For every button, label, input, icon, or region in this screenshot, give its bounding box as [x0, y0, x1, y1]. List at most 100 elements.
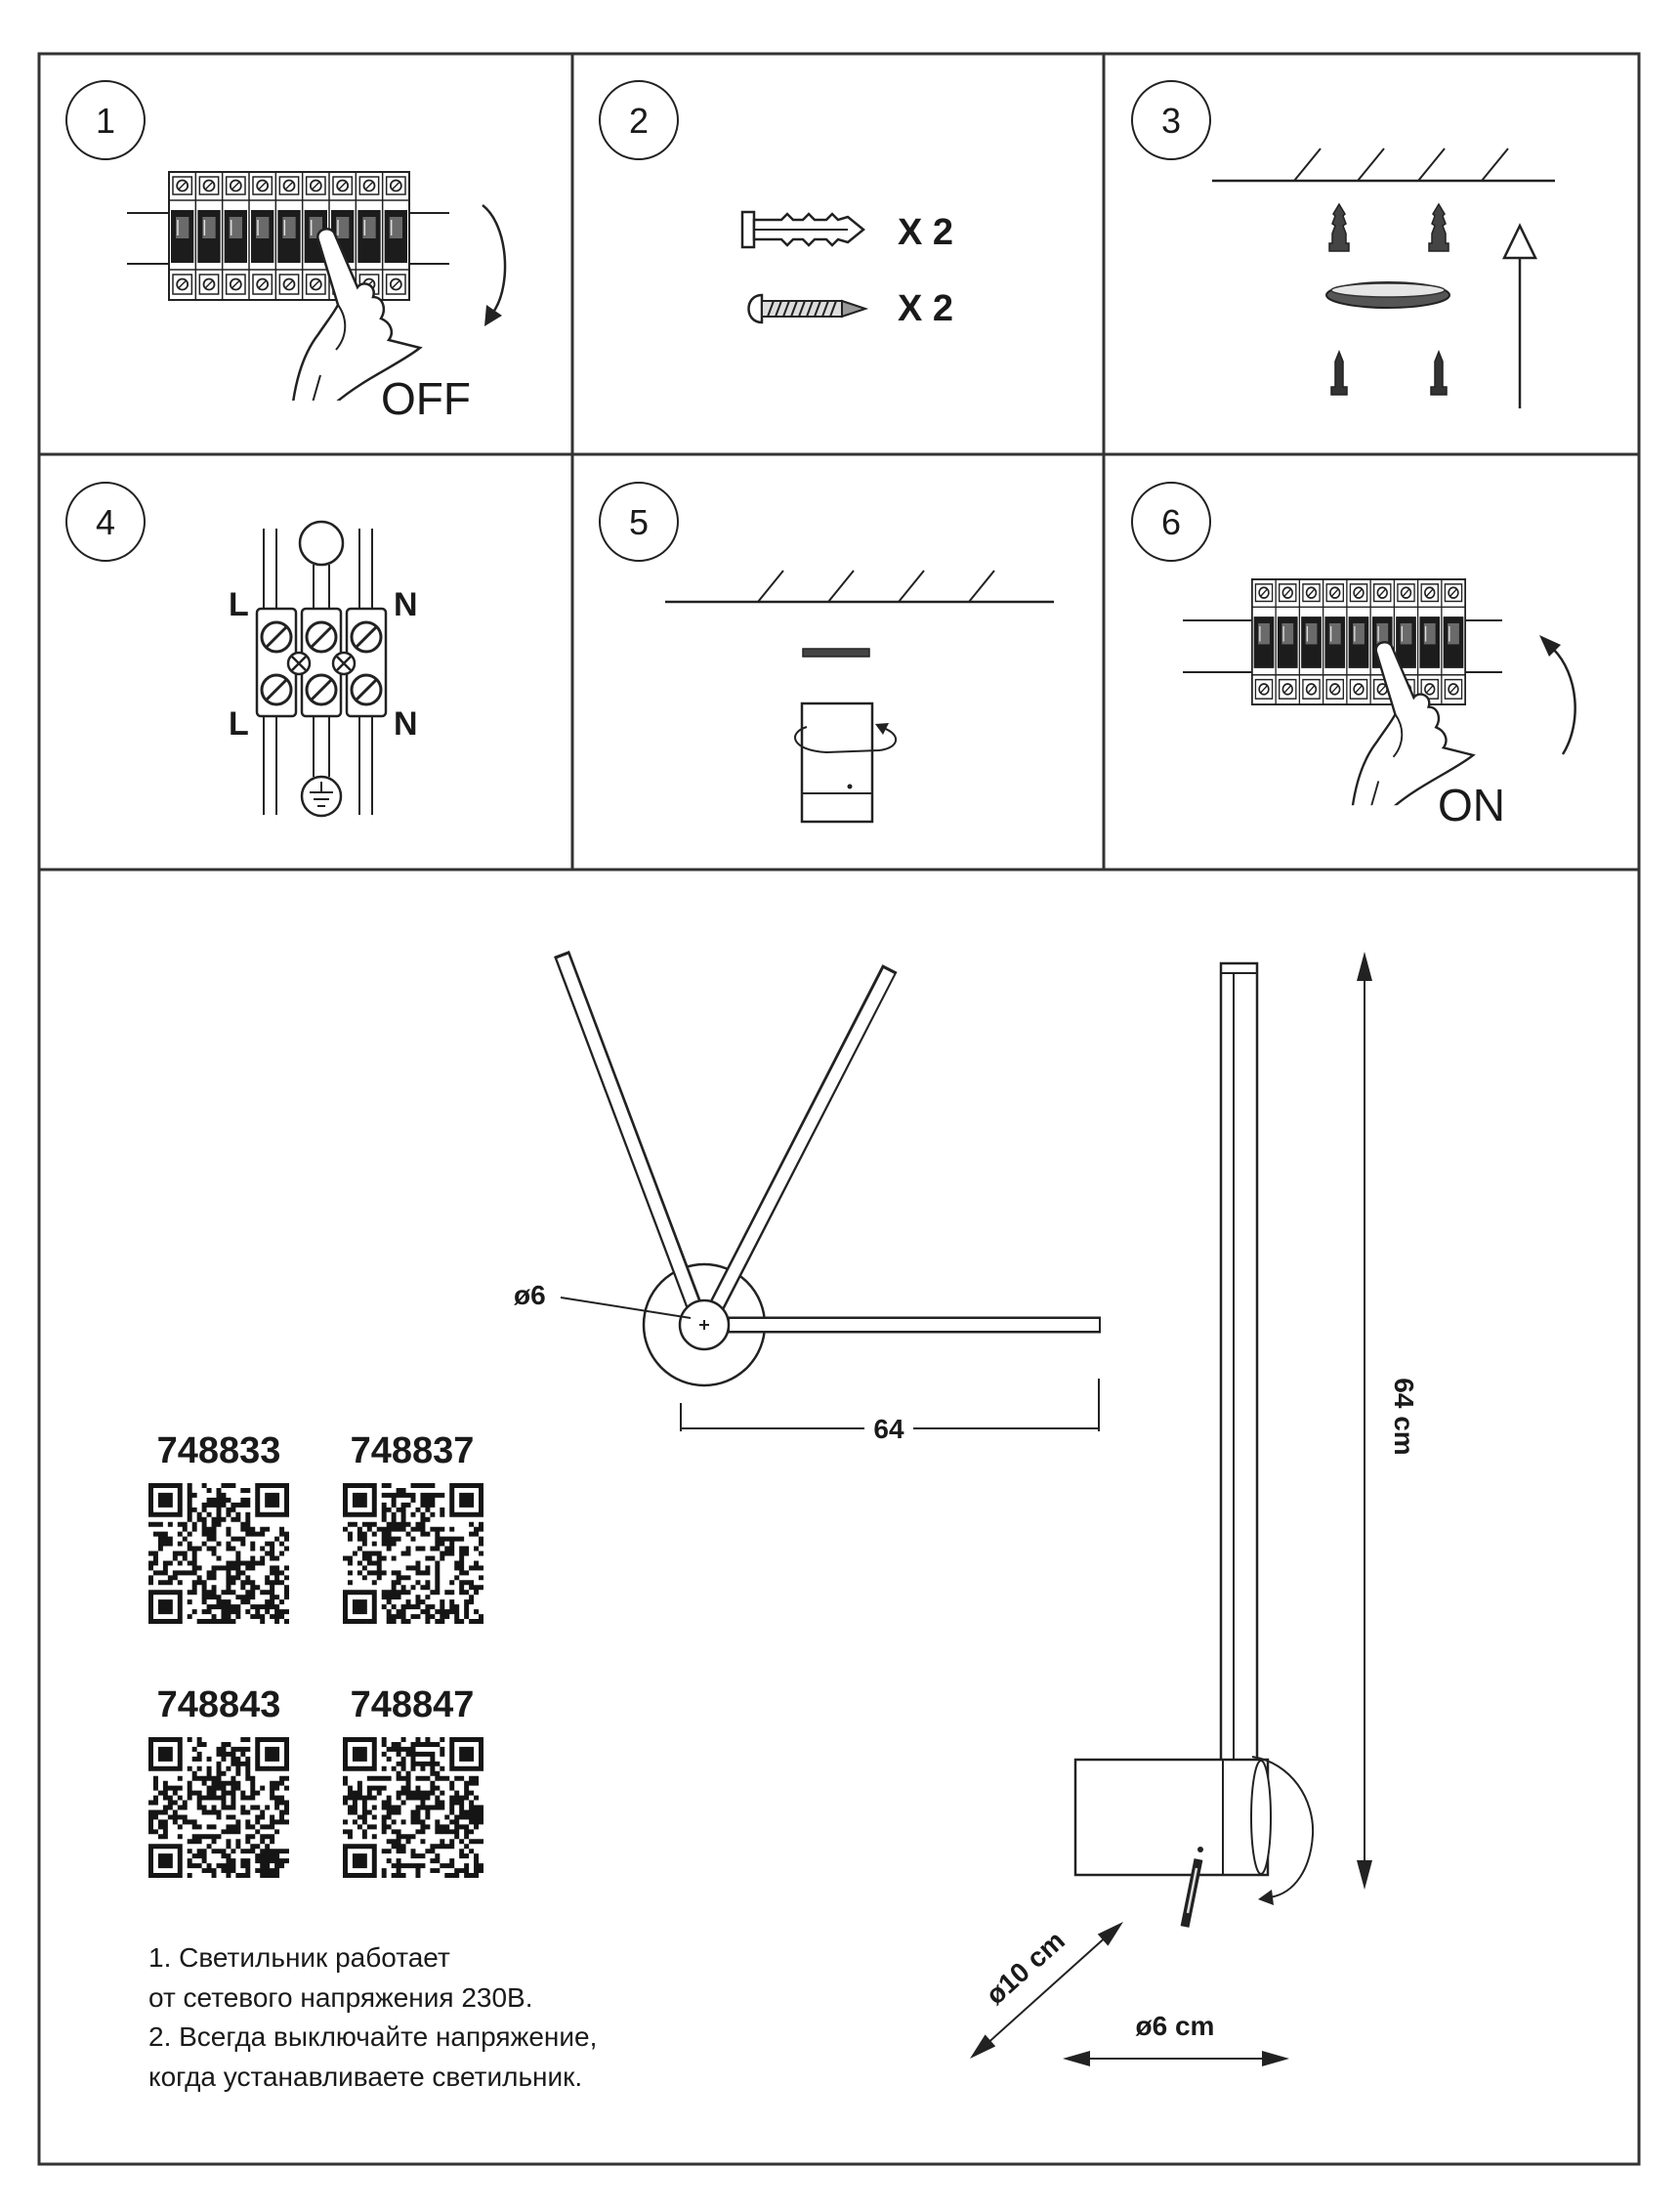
wall-dowel-icon	[1428, 202, 1449, 252]
screw-icon	[1430, 349, 1448, 396]
screw-tip	[841, 299, 869, 319]
din-rail	[1183, 619, 1502, 673]
ceiling-surface	[665, 570, 1054, 604]
product-codes: 748833 748837 748843 748847	[148, 1430, 483, 1878]
screw-slots	[265, 625, 378, 702]
arrow-head	[970, 2034, 996, 2059]
step-number: 3	[1161, 101, 1181, 141]
plate-face	[1330, 282, 1446, 298]
step-number: 5	[629, 502, 649, 542]
lamp-body-cylinder	[800, 702, 874, 824]
step-badge-1: 1	[65, 80, 146, 160]
step-badge-4: 4	[65, 482, 146, 562]
step-circle	[65, 482, 146, 562]
arrow-head	[1063, 2051, 1090, 2066]
din-rail	[127, 212, 449, 265]
step-number: 6	[1161, 502, 1181, 542]
step-circle	[599, 482, 679, 562]
note-line: 2. Всегда выключайте напряжение,	[148, 2021, 597, 2052]
step-4-panel: 4	[65, 482, 418, 818]
screwdriver-highlight	[1186, 1867, 1198, 1914]
wall-dowel-icon	[1328, 202, 1350, 252]
terminal-label-l: L	[229, 705, 249, 743]
note-line: 1. Светильник работает	[148, 1942, 450, 1973]
arrow-head	[1258, 1890, 1274, 1905]
screw-icon	[747, 293, 869, 324]
set-screw	[847, 784, 853, 789]
product-code: 748837	[351, 1430, 475, 1471]
set-screw	[1197, 1847, 1203, 1852]
base-width-dimension: ø6 cm	[1063, 2011, 1289, 2066]
qr-pattern	[148, 1483, 289, 1624]
qr-pattern	[343, 1483, 483, 1624]
step-badge-6: 6	[1131, 482, 1211, 562]
step-5-panel: 5	[599, 482, 1054, 824]
screw-icon	[1330, 349, 1348, 396]
qr-pattern	[148, 1737, 289, 1878]
light-rod-left-fill	[557, 954, 700, 1310]
ceiling-surface	[1212, 148, 1555, 183]
arrow-head	[1097, 1922, 1123, 1946]
step-number: 2	[629, 101, 649, 141]
step-badge-3: 3	[1131, 80, 1211, 160]
product-code: 748847	[351, 1684, 475, 1725]
screw-head	[747, 293, 764, 324]
ceiling-hatch	[757, 570, 995, 603]
step-circle	[65, 80, 146, 160]
step-6-panel: 6 ON	[1131, 482, 1576, 830]
qr-code-icon[interactable]	[148, 1483, 289, 1624]
step-circle	[599, 80, 679, 160]
note-line: когда устанавливаете светильник.	[148, 2062, 582, 2092]
lamp-side-view: 64 cm ø10 cm ø6 cm	[970, 952, 1419, 2066]
rotate-arrow-icon	[1251, 1756, 1315, 1905]
step-3-panel: 3	[1131, 80, 1555, 408]
rod-detail	[1221, 972, 1257, 1759]
rotate-down-arrow-icon	[482, 204, 507, 326]
arrow-head	[1262, 2051, 1289, 2066]
arrow-head	[1539, 635, 1561, 657]
safety-notes: 1. Светильник работает от сетевого напря…	[148, 1942, 597, 2092]
base-width-label: ø6 cm	[1136, 2011, 1215, 2041]
terminal-connectors	[286, 651, 357, 676]
screw-quantity: X 2	[898, 288, 953, 329]
mounting-plate	[802, 648, 870, 658]
screwdriver-icon	[1180, 1847, 1203, 1928]
earth-ground-icon	[300, 775, 343, 818]
earth-circle	[300, 775, 343, 818]
base-cylinder	[1073, 1758, 1270, 1877]
note-line: от сетевого напряжения 230В.	[148, 1982, 533, 2013]
arrow-curve	[1552, 648, 1576, 755]
step-circle	[1131, 482, 1211, 562]
qr-code-icon[interactable]	[343, 1737, 483, 1878]
ceiling-hatch	[1293, 148, 1509, 182]
lamp-top-view: ø6 64	[514, 951, 1101, 1444]
diameter-leader-line	[560, 1297, 692, 1319]
terminal-screws	[260, 620, 383, 706]
step-number: 4	[96, 502, 115, 542]
terminal-block-icon	[255, 520, 388, 818]
step-number: 1	[96, 101, 115, 141]
terminal-label-n: N	[394, 705, 418, 743]
up-arrow-icon	[1502, 223, 1537, 408]
ceiling-plate-icon	[1325, 281, 1450, 309]
cylinder-body	[800, 702, 874, 824]
dimension-lines	[680, 1379, 1100, 1431]
switch-on-label: ON	[1438, 780, 1505, 830]
circuit-breaker-icon	[1251, 578, 1466, 705]
dowel-quantity: X 2	[898, 212, 953, 253]
step-2-panel: 2 X 2 X 2	[599, 80, 953, 329]
connector-cross	[291, 656, 352, 671]
dimension-line	[984, 1934, 1110, 2047]
rotate-curve	[794, 726, 897, 754]
dowel-flange	[740, 210, 756, 249]
qr-code-icon[interactable]	[343, 1483, 483, 1624]
arrow-head	[875, 723, 889, 735]
qr-code-icon[interactable]	[148, 1737, 289, 1878]
product-code: 748843	[157, 1684, 281, 1725]
arrow-head	[1502, 223, 1537, 260]
wires	[263, 529, 373, 815]
rotate-arrow-icon	[794, 723, 897, 754]
arm-length-label: 64	[873, 1414, 904, 1444]
arrow-head	[484, 305, 502, 326]
